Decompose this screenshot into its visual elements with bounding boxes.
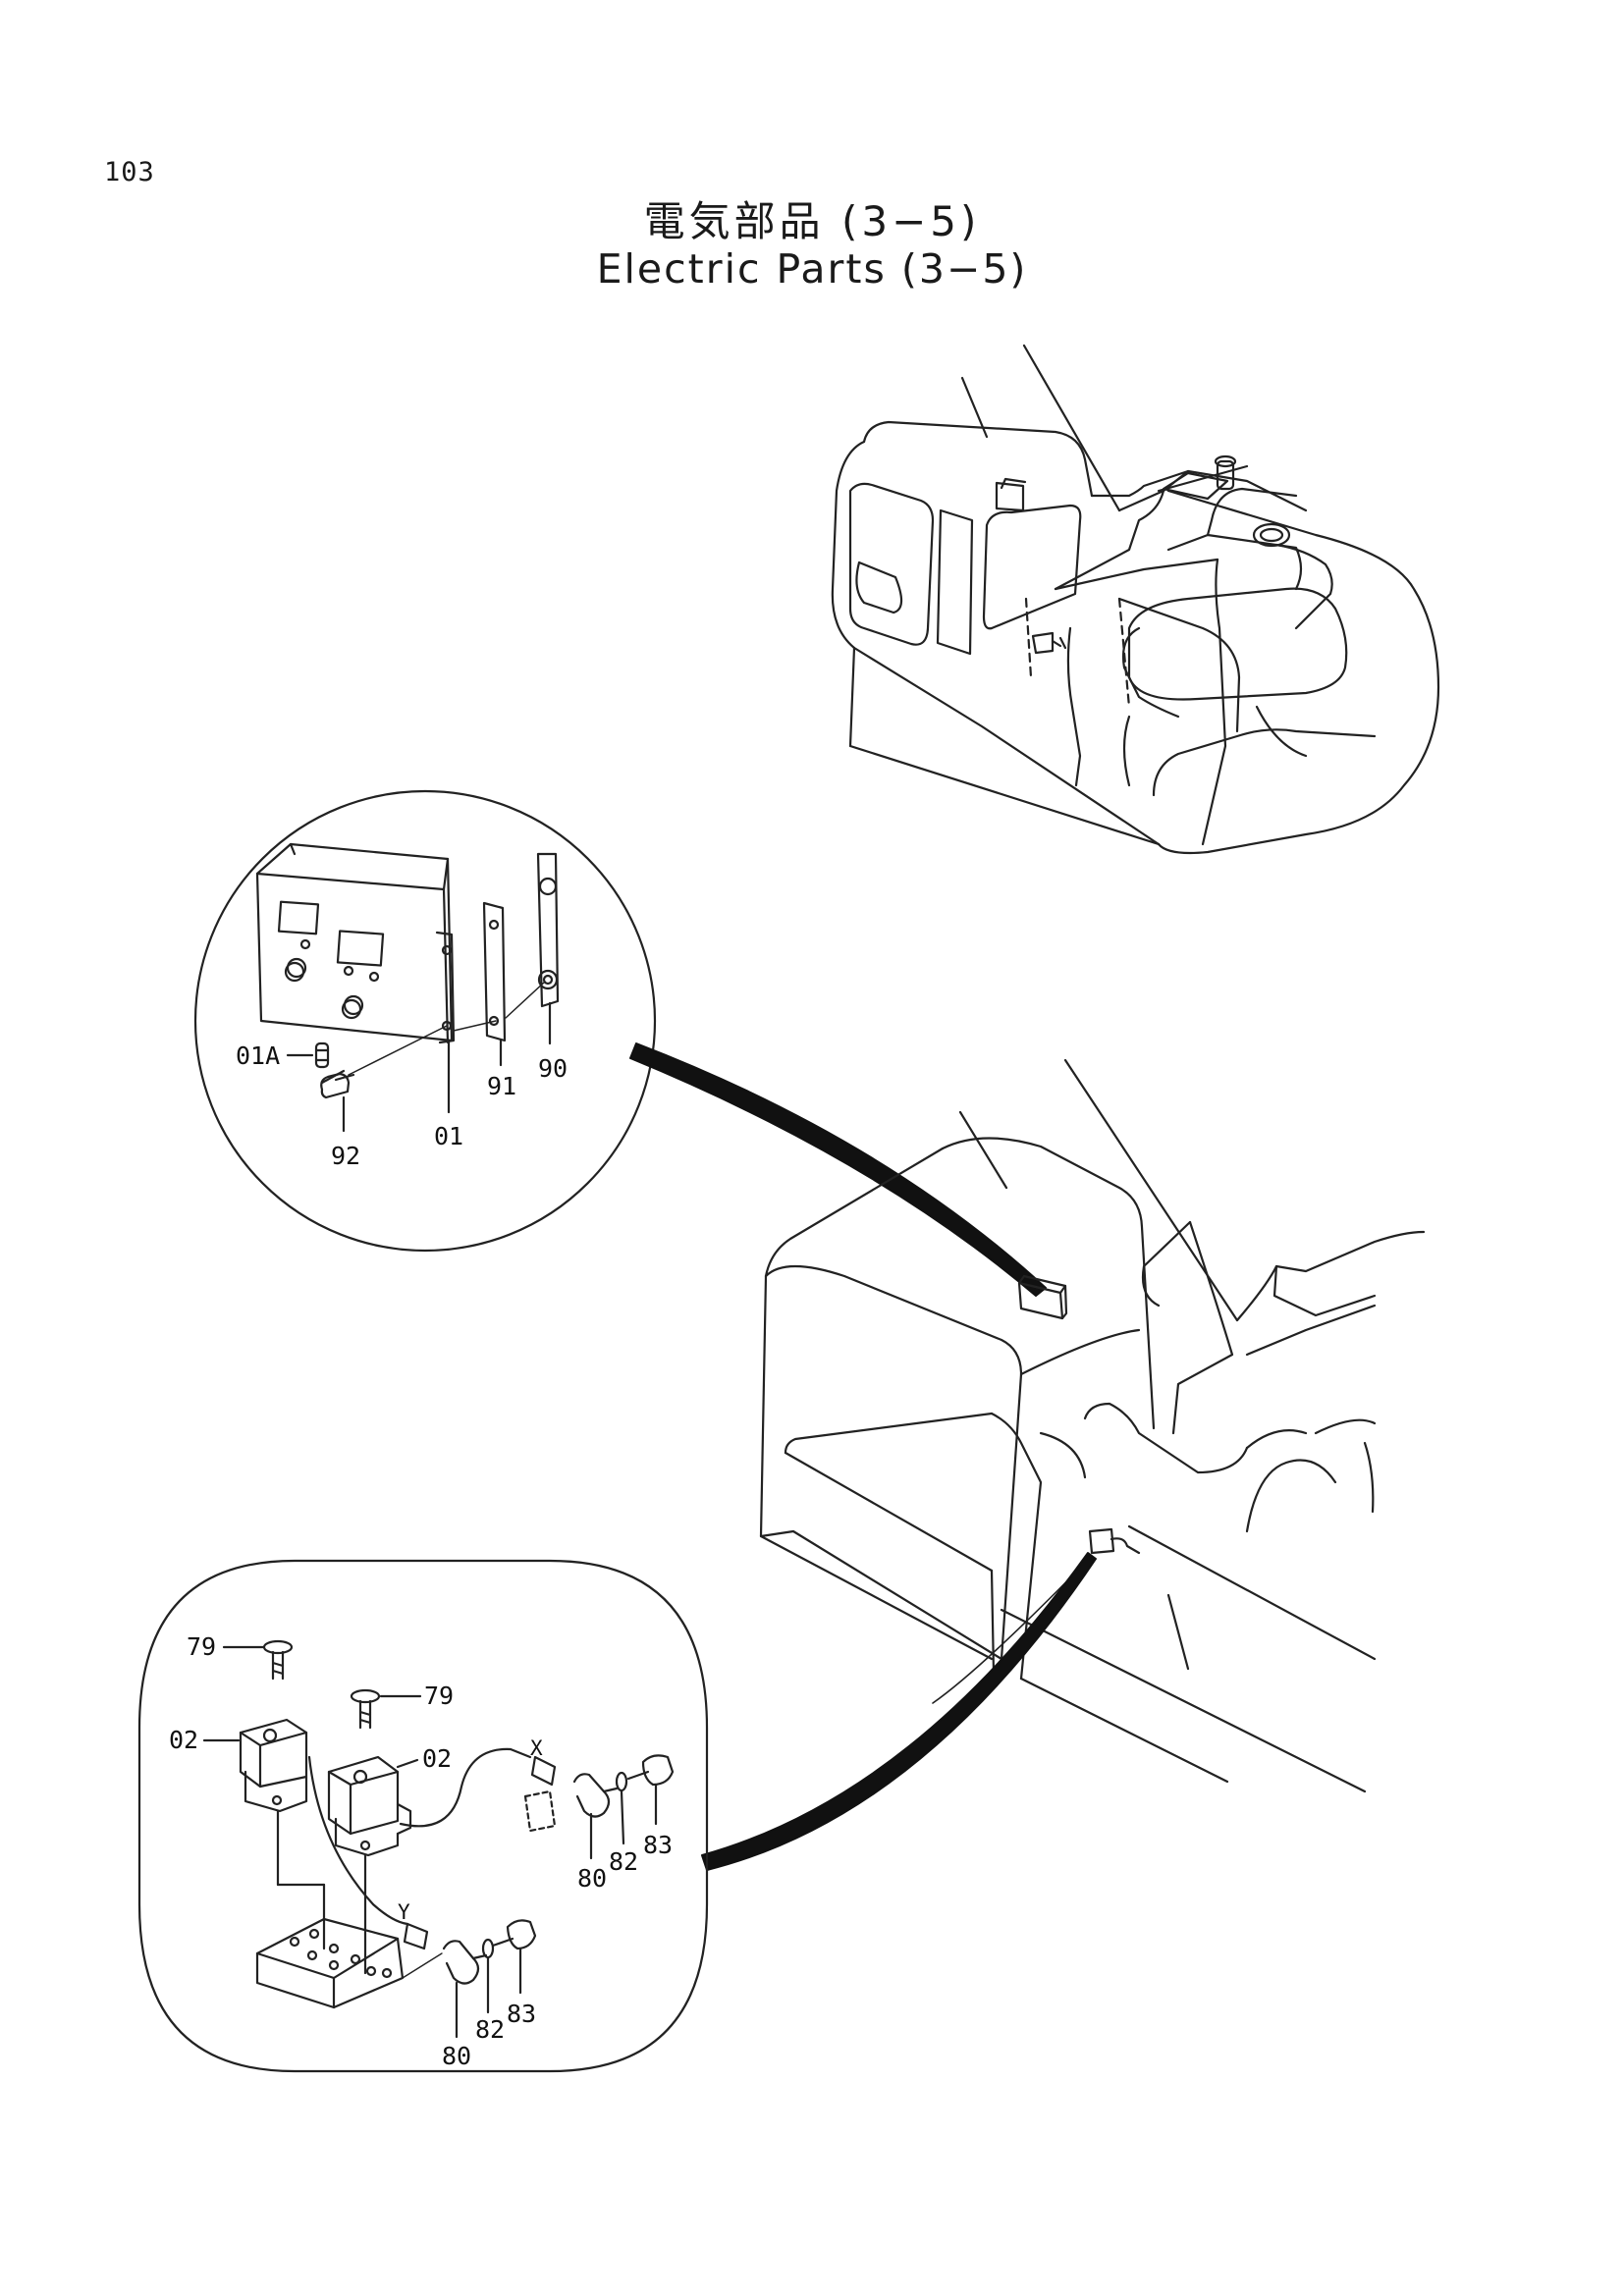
- callout-91: 91: [487, 1072, 516, 1100]
- cab-closeup: [759, 1058, 1426, 1793]
- page-number: 103: [104, 157, 155, 187]
- callout-92: 92: [331, 1142, 360, 1170]
- title-english: Electric Parts (3−5): [596, 245, 1028, 293]
- callout-02-left: 02: [169, 1726, 198, 1754]
- callout-01: 01: [434, 1122, 463, 1150]
- title-japanese: 電気部品 (3−5): [643, 197, 981, 245]
- gauge-panel-detail: [193, 789, 657, 1253]
- callout-79-right: 79: [424, 1682, 454, 1710]
- callout-83-upper: 83: [643, 1831, 673, 1859]
- callout-80-upper: 80: [577, 1864, 607, 1893]
- callout-01A: 01A: [236, 1041, 280, 1070]
- callout-90: 90: [538, 1054, 568, 1083]
- callout-y: Y: [398, 1900, 410, 1924]
- callout-x: X: [530, 1736, 543, 1760]
- callout-82-upper: 82: [609, 1847, 638, 1876]
- callout-79-left: 79: [187, 1632, 216, 1661]
- callout-83-lower: 83: [507, 2000, 536, 2028]
- solenoid-detail: [137, 1559, 709, 2073]
- callout-labels: 01A 92 01 91 90 79 79 02 02 X Y 80 82 83…: [169, 1041, 673, 2070]
- callout-02-right: 02: [422, 1744, 452, 1773]
- callout-82-lower: 82: [475, 2015, 505, 2044]
- callout-80-lower: 80: [442, 2042, 471, 2070]
- excavator-overview: [831, 344, 1440, 855]
